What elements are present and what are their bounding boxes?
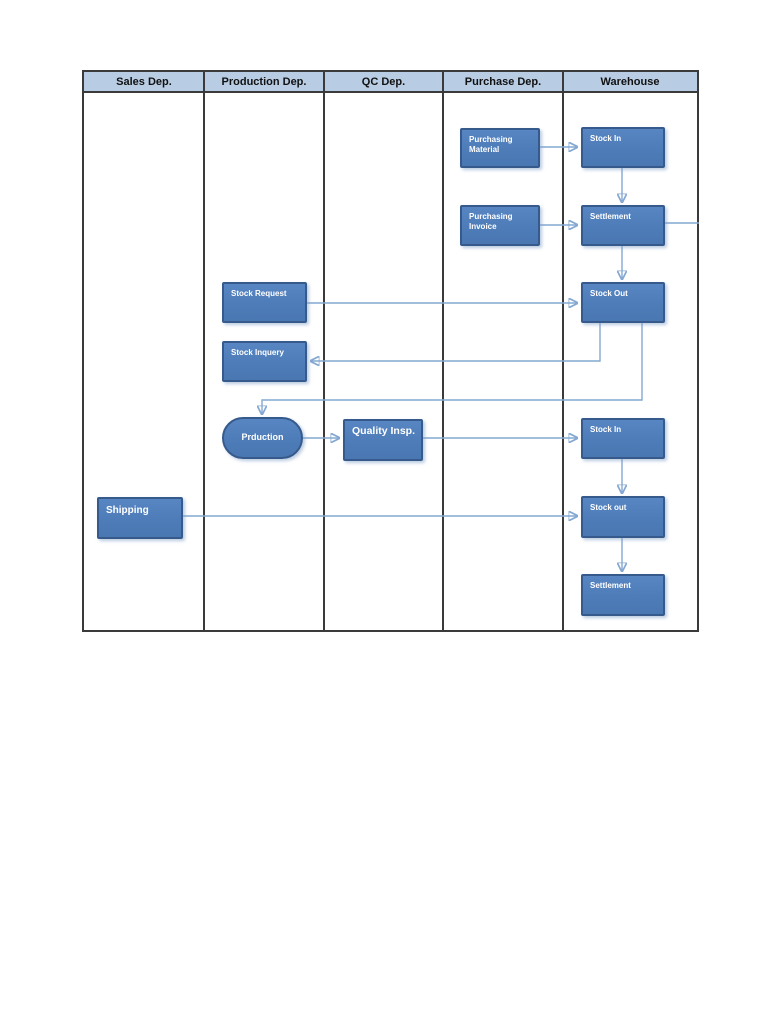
lane-column-qc-dep (324, 93, 442, 630)
node-purchasing-material: Purchasing Material (460, 128, 540, 168)
node-stock-out-1: Stock Out (581, 282, 665, 323)
lane-column-sales-dep (84, 93, 203, 630)
node-stock-in-1: Stock In (581, 127, 665, 168)
lane-header-production-dep: Production Dep. (221, 76, 307, 88)
node-stock-out-2: Stock out (581, 496, 665, 538)
node-prduction: Prduction (222, 417, 303, 459)
lane-header-warehouse: Warehouse (600, 76, 660, 88)
node-quality-insp: Quality Insp. (343, 419, 423, 461)
node-purchasing-invoice: Purchasing Invoice (460, 205, 540, 246)
lane-header-qc-dep: QC Dep. (361, 76, 406, 88)
lane-header-purchase-dep: Purchase Dep. (464, 76, 542, 88)
lane-divider (203, 72, 205, 630)
lane-header-sales-dep: Sales Dep. (116, 76, 172, 88)
lane-header-row (84, 72, 697, 93)
node-settlement-2: Settlement (581, 574, 665, 616)
node-shipping: Shipping (97, 497, 183, 539)
node-stock-in-2: Stock In (581, 418, 665, 459)
lane-column-purchase-dep (443, 93, 562, 630)
lane-column-warehouse (563, 93, 697, 630)
node-stock-inquery: Stock Inquery (222, 341, 307, 382)
node-settlement-1: Settlement (581, 205, 665, 246)
node-stock-request: Stock Request (222, 282, 307, 323)
